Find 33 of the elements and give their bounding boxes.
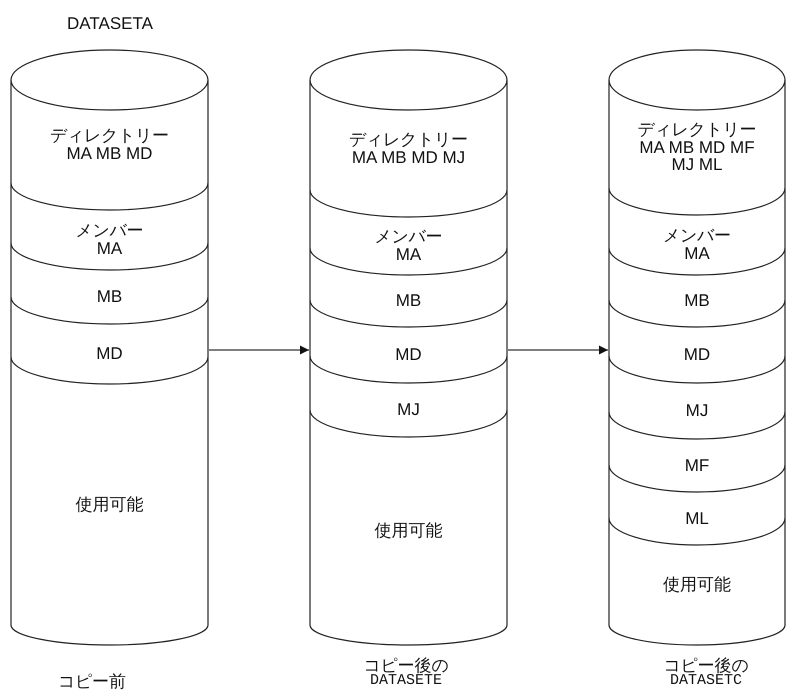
segment-label: MJ xyxy=(396,401,421,419)
segment-label: MD xyxy=(394,346,423,364)
segment-label: 使用可能 xyxy=(74,496,144,514)
cylinder-caption: コピー後の xyxy=(364,655,448,675)
segment-detail: MA xyxy=(96,240,124,258)
segment-detail: MA xyxy=(394,246,422,264)
segment-label: ディレクトリー xyxy=(49,127,170,145)
cylinder-caption: DATASETE xyxy=(370,673,442,688)
segment-label: ディレクトリー xyxy=(636,120,758,139)
segment-label: MB xyxy=(683,292,711,310)
segment-label: ML xyxy=(684,510,710,528)
segment-detail: MA MB MD xyxy=(66,145,154,163)
segment-label: ディレクトリー xyxy=(348,130,469,148)
segment-label: 使用可能 xyxy=(374,522,444,540)
cylinder-caption: コピー後の xyxy=(664,655,748,675)
segment-detail: MA MB MD MJ xyxy=(350,148,466,166)
segment-detail: MA MB MD MF MJ ML xyxy=(638,138,756,174)
segment-label: MB xyxy=(394,292,422,310)
segment-label: メンバー xyxy=(662,227,732,245)
segment-label: MD xyxy=(95,345,124,363)
segment-label: 使用可能 xyxy=(662,576,732,594)
segment-label: MJ xyxy=(684,402,710,420)
arrow xyxy=(508,346,608,354)
segment-label: MB xyxy=(96,288,124,306)
segment-label: MD xyxy=(682,346,712,364)
segment-detail: MA xyxy=(683,245,711,263)
segment-label: MF xyxy=(684,456,710,474)
segment-label: メンバー xyxy=(74,222,144,240)
cylinder-caption: DATASETA xyxy=(67,14,153,34)
cylinder-caption: コピー前 xyxy=(58,671,126,693)
cylinder-caption: DATASETC xyxy=(670,673,742,688)
segment-label: メンバー xyxy=(374,228,444,246)
arrow xyxy=(209,346,309,354)
